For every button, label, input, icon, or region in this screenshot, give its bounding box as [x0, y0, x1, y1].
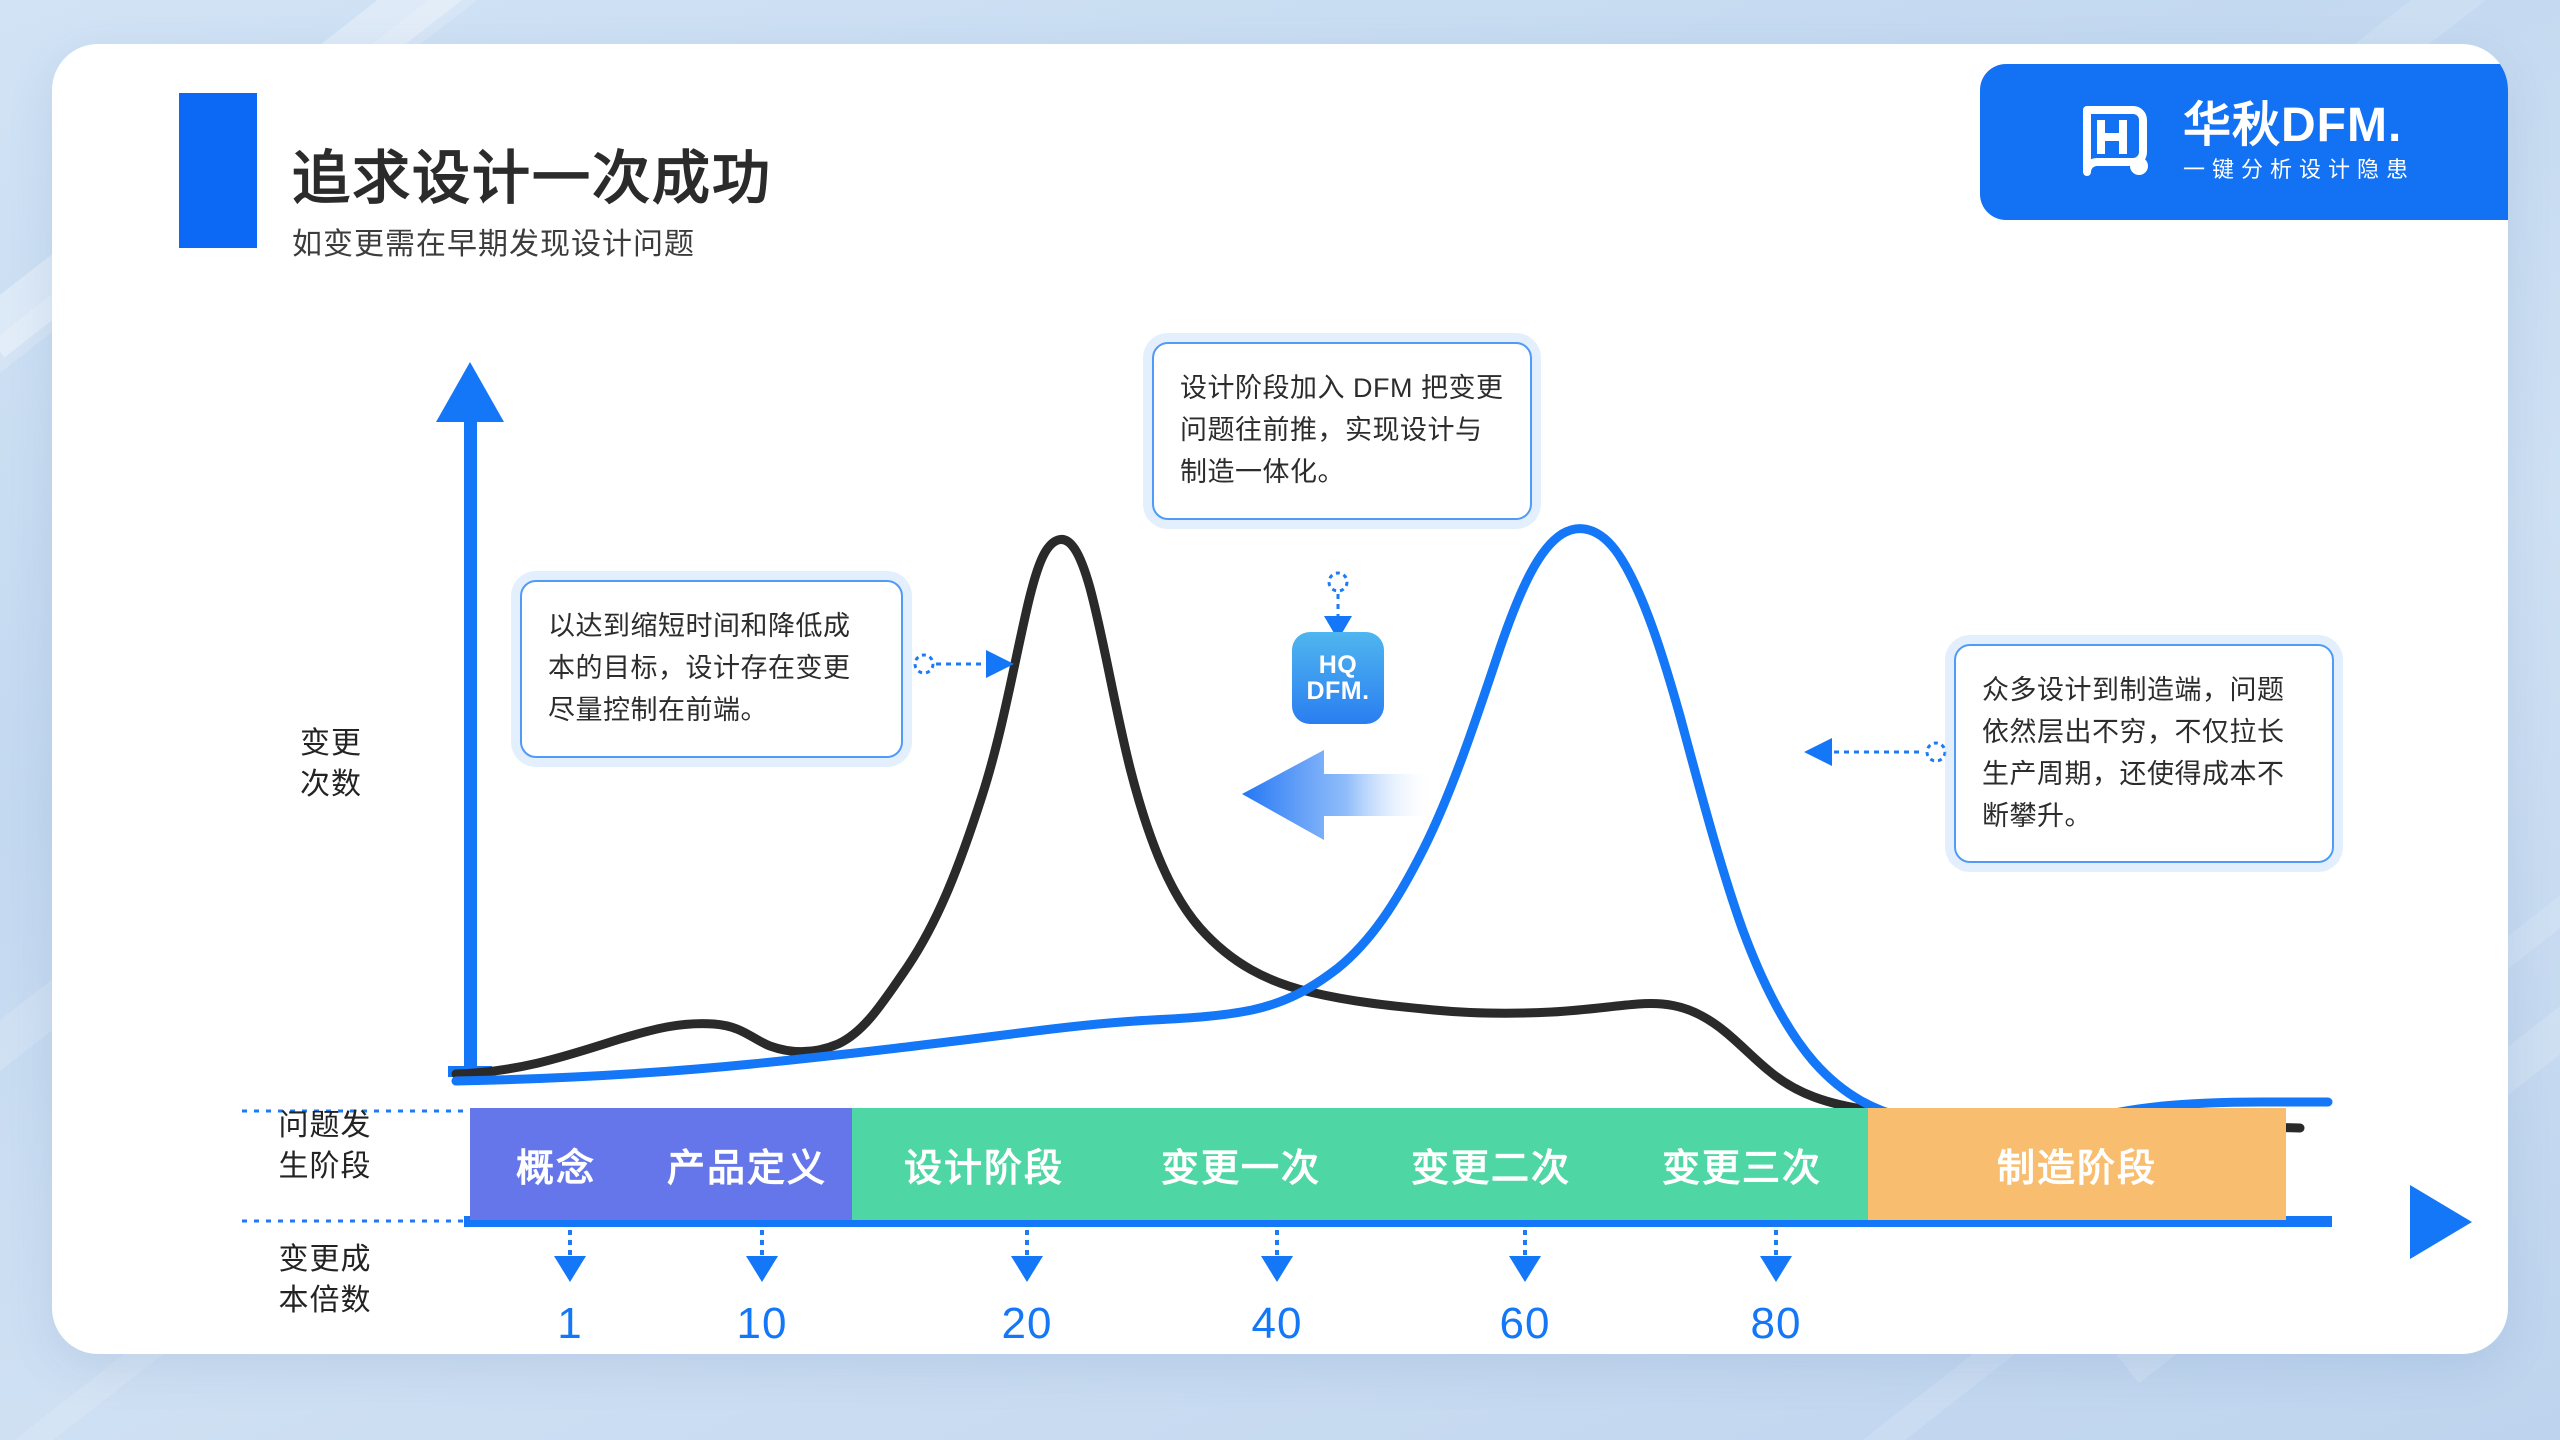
- hq-dfm-badge-icon[interactable]: HQ DFM.: [1292, 632, 1384, 724]
- page-title: 追求设计一次成功: [292, 146, 773, 211]
- callout-dfm-benefit: 设计阶段加入 DFM 把变更问题往前推，实现设计与制造一体化。: [1152, 342, 1532, 520]
- cost-value-20: 20: [1001, 1299, 1053, 1348]
- logo-text-block: 华秋DFM. 一键分析设计隐患: [2182, 98, 2415, 184]
- stage-segment-product-definition[interactable]: 产品定义: [642, 1108, 852, 1220]
- page-subtitle: 如变更需在早期发现设计问题: [292, 228, 695, 261]
- title-accent-bar: [179, 93, 257, 248]
- stage-segment-design[interactable]: 设计阶段: [852, 1108, 1116, 1220]
- stage-segment-change-1[interactable]: 变更一次: [1116, 1108, 1366, 1220]
- x-axis: [464, 1185, 2472, 1259]
- cost-tick-arrows: [554, 1230, 1792, 1282]
- y-axis-label: 变更 次数: [266, 724, 396, 805]
- stage-row-label-line2: 生阶段: [278, 1149, 372, 1183]
- infographic-card: 追求设计一次成功 如变更需在早期发现设计问题 华秋DFM. 一键分析设计隐患: [52, 44, 2508, 1354]
- curve-with-dfm: [451, 534, 2305, 1133]
- badge-line2: DFM.: [1306, 677, 1370, 705]
- logo-slogan: 一键分析设计隐患: [2182, 157, 2415, 182]
- cost-row-label-line1: 变更成: [278, 1243, 372, 1276]
- logo-name: 华秋DFM.: [2182, 98, 2403, 152]
- y-axis-label-line2: 次数: [300, 767, 362, 801]
- stage-segment-change-3[interactable]: 变更三次: [1616, 1108, 1868, 1220]
- cost-value-10: 10: [736, 1299, 788, 1348]
- chart-area: 变更 次数 问题发 生阶段 变更成 本倍数 概念 产品定义 设计阶段 变更一次 …: [52, 44, 2508, 1354]
- stage-segment-manufacturing[interactable]: 制造阶段: [1868, 1108, 2286, 1220]
- row-divider-lines: [242, 1109, 466, 1223]
- brand-logo: 华秋DFM. 一键分析设计隐患: [1980, 64, 2508, 220]
- stage-segment-concept[interactable]: 概念: [470, 1108, 642, 1220]
- stage-row-label: 问题发 生阶段: [250, 1106, 400, 1187]
- stage-bar: 概念 产品定义 设计阶段 变更一次 变更二次 变更三次 制造阶段: [470, 1108, 2286, 1220]
- cost-value-1: 1: [557, 1299, 583, 1348]
- callout-early-change: 以达到缩短时间和降低成本的目标，设计存在变更尽量控制在前端。: [520, 580, 903, 758]
- badge-line1: HQ: [1318, 650, 1358, 679]
- chart-svg: [242, 362, 2472, 1282]
- cost-value-40: 40: [1251, 1299, 1303, 1348]
- leader-line-dfm: [1324, 571, 1352, 640]
- y-axis: [436, 362, 504, 1079]
- cost-row-label-line2: 本倍数: [278, 1283, 372, 1317]
- cost-value-60: 60: [1499, 1299, 1551, 1348]
- callout-manufacturing-problem: 众多设计到制造端，问题依然层出不穷，不仅拉长生产周期，还使得成本不断攀升。: [1954, 644, 2334, 864]
- stage-row-label-line1: 问题发: [278, 1109, 372, 1142]
- leader-line-early: [913, 650, 1014, 678]
- y-axis-label-line1: 变更: [300, 727, 362, 760]
- cost-row-label: 变更成 本倍数: [250, 1240, 400, 1321]
- cost-value-80: 80: [1750, 1299, 1802, 1348]
- header-text-block: 追求设计一次成功 如变更需在早期发现设计问题: [292, 150, 772, 260]
- stage-segment-change-2[interactable]: 变更二次: [1366, 1108, 1616, 1220]
- leader-line-manufacturing: [1804, 738, 1947, 766]
- shift-left-arrow-icon: [1242, 750, 1432, 840]
- hq-dfm-logo-icon: [2073, 100, 2157, 184]
